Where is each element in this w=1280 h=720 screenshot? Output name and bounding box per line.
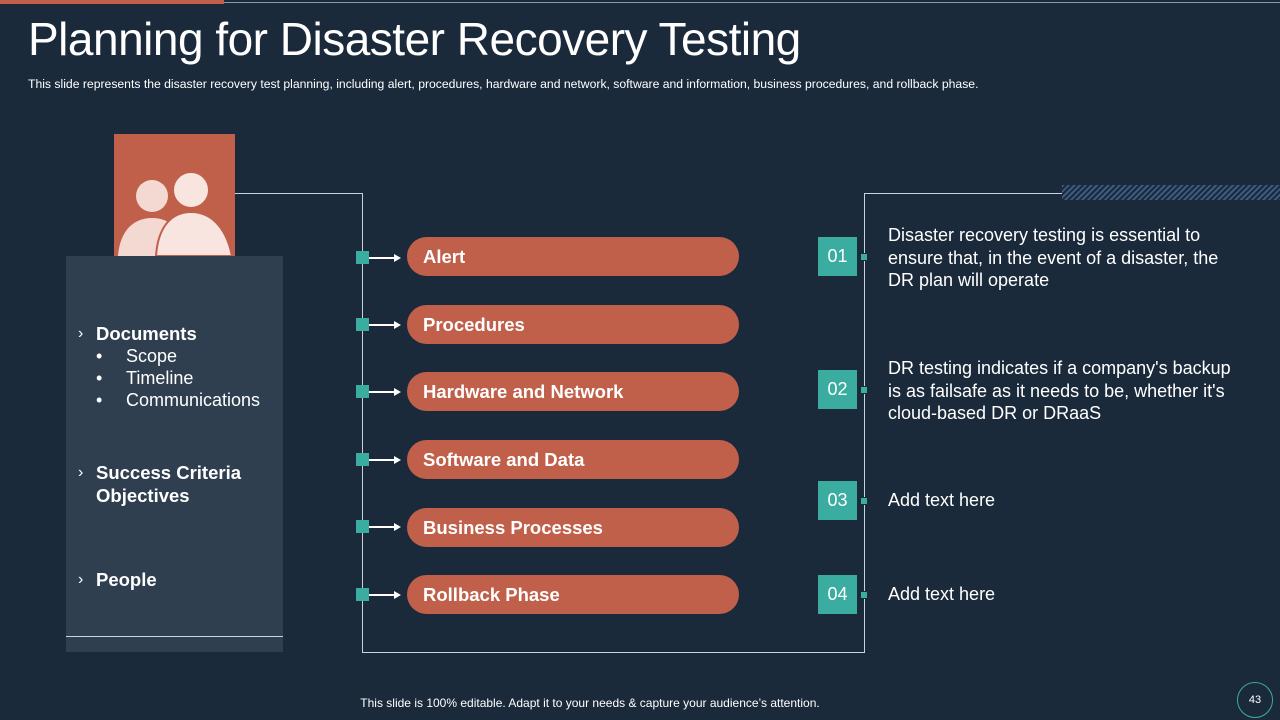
connector-line: [864, 193, 865, 653]
note-text: Add text here: [888, 490, 996, 510]
phase-pill: Hardware and Network: [407, 372, 739, 411]
success-criteria-group: › Success Criteria Objectives: [78, 461, 278, 507]
group-title: Success Criteria Objectives: [96, 462, 242, 506]
chevron-right-icon: ›: [78, 325, 84, 342]
square-marker: [356, 385, 369, 398]
arrow-line: [369, 459, 396, 461]
arrow-right-icon: [394, 321, 401, 329]
documents-group: › Documents •Scope •Timeline •Communicat…: [78, 322, 278, 411]
connector-line: [864, 193, 1062, 194]
chevron-right-icon: ›: [78, 464, 84, 481]
people-icon: [118, 171, 234, 256]
connector-dot: [860, 386, 868, 394]
arrow-line: [369, 594, 396, 596]
top-accent-bar: [0, 0, 224, 4]
chevron-right-icon: ›: [78, 571, 84, 588]
note-number-badge: 02: [818, 370, 857, 409]
connector-dot: [860, 591, 868, 599]
note-number-badge: 04: [818, 575, 857, 614]
arrow-line: [369, 324, 396, 326]
arrow-line: [369, 526, 396, 528]
list-item: •Timeline: [96, 368, 194, 388]
top-rule: [224, 2, 1280, 3]
group-title: People: [96, 569, 157, 590]
people-group: › People: [78, 568, 278, 591]
phase-pill: Rollback Phase: [407, 575, 739, 614]
connector-dot: [860, 253, 868, 261]
phase-pill: Procedures: [407, 305, 739, 344]
requirements-panel: [66, 256, 283, 652]
phase-pill: Alert: [407, 237, 739, 276]
connector-dot: [860, 497, 868, 505]
arrow-line: [369, 391, 396, 393]
hatch-decoration: [1062, 185, 1280, 200]
note-text: Add text here: [888, 584, 996, 604]
square-marker: [356, 520, 369, 533]
arrow-right-icon: [394, 254, 401, 262]
list-item: •Scope: [96, 346, 178, 366]
arrow-right-icon: [394, 591, 401, 599]
slide-title: Planning for Disaster Recovery Testing: [28, 13, 801, 65]
note-number-badge: 01: [818, 237, 857, 276]
arrow-right-icon: [394, 523, 401, 531]
square-marker: [356, 453, 369, 466]
slide-subtitle: This slide represents the disaster recov…: [28, 77, 979, 91]
note-text: Disaster recovery testing is essential t…: [888, 225, 1219, 290]
note-number-badge: 03: [818, 481, 857, 520]
list-item: •Communications: [96, 390, 261, 410]
group-title: Documents: [96, 323, 197, 344]
avatar: [114, 134, 235, 256]
square-marker: [356, 318, 369, 331]
connector-line: [362, 193, 363, 653]
arrow-right-icon: [394, 388, 401, 396]
panel-divider: [66, 636, 283, 637]
note-text: DR testing indicates if a company's back…: [888, 358, 1231, 423]
square-marker: [356, 588, 369, 601]
arrow-right-icon: [394, 456, 401, 464]
arrow-line: [369, 257, 396, 259]
phase-pill: Software and Data: [407, 440, 739, 479]
page-number: 43: [1237, 682, 1273, 718]
phase-pill: Business Processes: [407, 508, 739, 547]
connector-line: [362, 652, 865, 653]
footer-note: This slide is 100% editable. Adapt it to…: [360, 696, 820, 710]
square-marker: [356, 251, 369, 264]
connector-line: [235, 193, 362, 194]
